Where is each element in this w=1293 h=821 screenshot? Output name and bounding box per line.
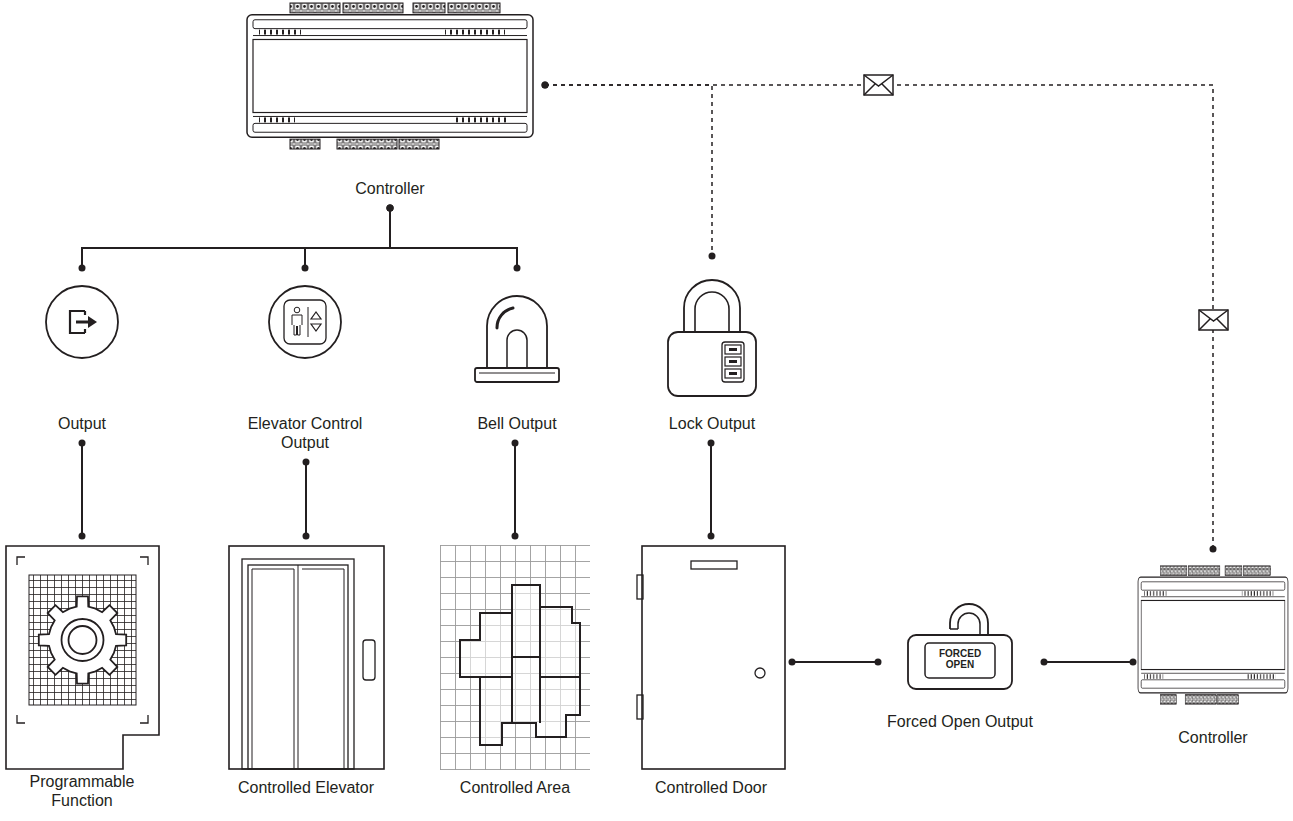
node-label: Controller: [355, 179, 424, 198]
out-icon: [44, 284, 120, 360]
controlled-door: Controlled Door: [636, 540, 786, 803]
elevator-output-icon: Elevator Control Output: [220, 272, 390, 458]
lift-icon: [228, 545, 385, 770]
connector-line: [708, 440, 715, 540]
connector-line: [789, 659, 882, 666]
connector-line: [302, 205, 394, 272]
node-label: Elevator Control Output: [225, 414, 385, 452]
connector-line: [387, 205, 521, 272]
node-label: Programmable Function: [17, 772, 147, 810]
controller-device: Controller: [245, 2, 535, 204]
node-label: Controlled Elevator: [238, 778, 374, 797]
connector-line: [1041, 659, 1137, 666]
bell-output-icon: Bell Output: [469, 272, 565, 439]
lock-icon: [664, 274, 760, 398]
elev-icon: [267, 284, 343, 360]
node-label: Bell Output: [477, 414, 556, 433]
controlled-elevator: Controlled Elevator: [228, 540, 385, 803]
forced-open-plate-text: FORCED OPEN: [925, 648, 995, 670]
message-link: [542, 82, 1217, 553]
connector-line: [79, 440, 86, 540]
node-label: Controlled Area: [460, 778, 570, 797]
envelope-icon: [1199, 310, 1228, 330]
message-link: [542, 82, 716, 260]
node-label: Controller: [1178, 728, 1247, 747]
controller-device: Controller: [1137, 565, 1289, 753]
node-label: Forced Open Output: [887, 712, 1033, 731]
node-label: Output: [58, 414, 106, 433]
controlled-area: Controlled Area: [440, 540, 590, 803]
prog-icon: [5, 545, 160, 770]
programmable-function: Programmable Function: [5, 540, 160, 816]
output-icon: Output: [44, 272, 120, 439]
area-icon: [440, 545, 590, 770]
ctrl-icon: [1137, 565, 1289, 705]
bell-icon: [469, 284, 565, 384]
connector-line: [512, 440, 519, 540]
connector-line: [303, 459, 310, 540]
forced-icon: [904, 605, 1016, 690]
door-icon: [636, 545, 786, 770]
connector-line: [79, 205, 394, 272]
lock-output-icon: Lock Output: [664, 272, 761, 439]
envelope-icon: [864, 75, 893, 95]
node-label: Controlled Door: [655, 778, 767, 797]
ctrl-icon: [245, 2, 535, 150]
node-label: Lock Output: [669, 414, 755, 433]
